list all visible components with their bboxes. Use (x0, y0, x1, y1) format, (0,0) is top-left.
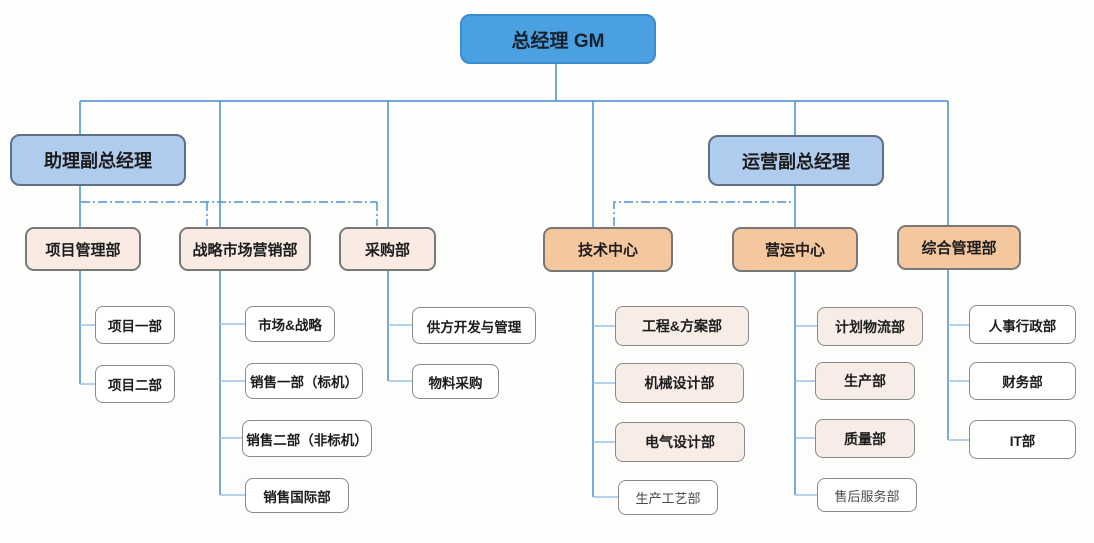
node-strategy-marketing-dept: 战略市场营销部 (179, 227, 311, 271)
node-supplier-development: 供方开发与管理 (412, 307, 536, 344)
node-project-dept-1: 项目一部 (95, 306, 175, 344)
node-finance-dept: 财务部 (969, 362, 1076, 400)
node-material-purchasing: 物料采购 (412, 364, 499, 399)
node-technology-center: 技术中心 (543, 227, 673, 272)
node-planning-logistics-dept: 计划物流部 (817, 307, 923, 346)
node-international-sales-dept: 销售国际部 (245, 478, 349, 513)
node-mechanical-design-dept: 机械设计部 (615, 363, 744, 403)
node-market-strategy: 市场&战略 (245, 306, 335, 342)
node-general-manager: 总经理 GM (460, 14, 656, 64)
node-operations-center: 营运中心 (732, 227, 858, 272)
node-assistant-deputy-gm: 助理副总经理 (10, 134, 186, 186)
node-engineering-solutions-dept: 工程&方案部 (615, 306, 749, 346)
node-sales-dept-1: 销售一部（标机） (245, 363, 363, 399)
node-after-sales-service-dept: 售后服务部 (817, 478, 917, 512)
node-hr-admin-dept: 人事行政部 (969, 305, 1076, 344)
node-project-management-dept: 项目管理部 (25, 227, 141, 271)
node-sales-dept-2: 销售二部（非标机） (242, 420, 372, 457)
node-production-process-dept: 生产工艺部 (618, 480, 718, 515)
node-general-admin-dept: 综合管理部 (897, 225, 1021, 270)
node-quality-dept: 质量部 (815, 419, 915, 458)
node-project-dept-2: 项目二部 (95, 365, 175, 403)
node-it-dept: IT部 (969, 420, 1076, 459)
node-production-dept: 生产部 (815, 362, 915, 400)
node-electrical-design-dept: 电气设计部 (615, 422, 745, 462)
node-operations-deputy-gm: 运营副总经理 (708, 135, 884, 186)
node-purchasing-dept: 采购部 (339, 227, 436, 271)
